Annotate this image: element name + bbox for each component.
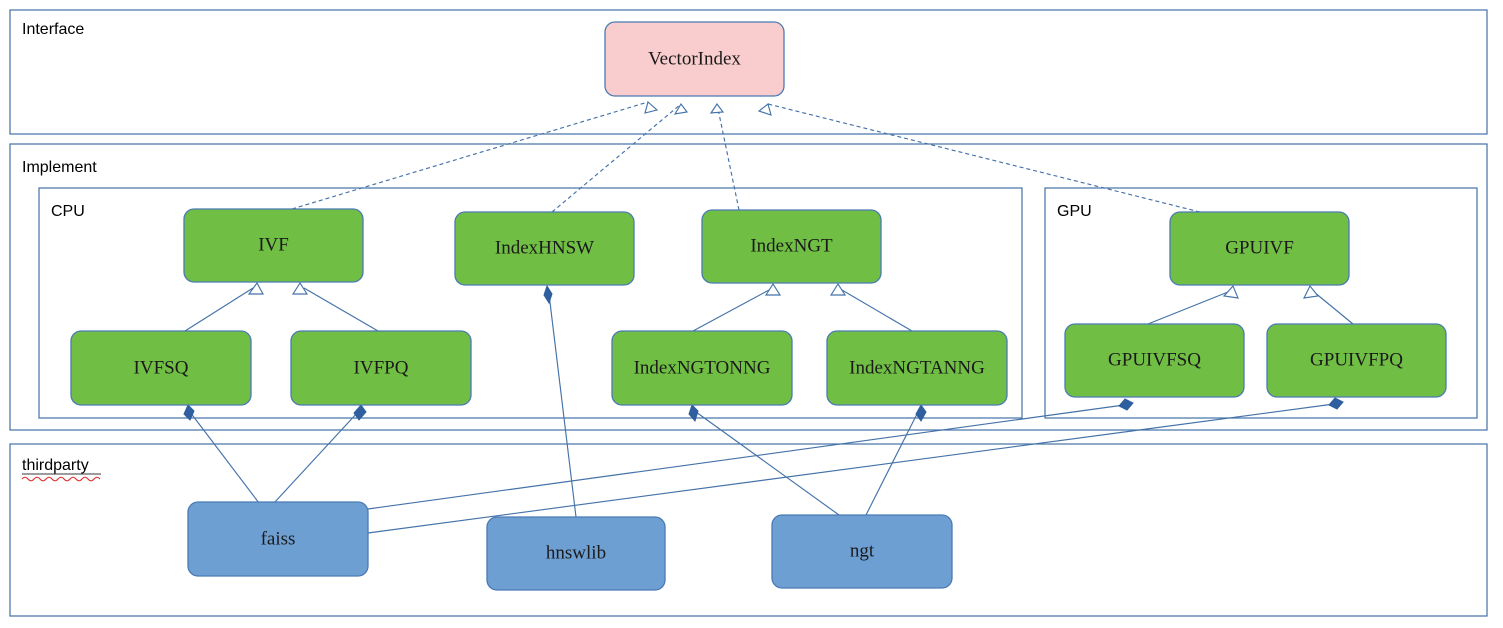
node-hnswlib-shape: [486, 516, 666, 591]
edge-indexngtonng-to-indexngt: [692, 282, 782, 332]
node-indexngt[interactable]: IndexNGT: [701, 209, 882, 284]
package-gpu-label: GPU: [1057, 203, 1092, 220]
node-ngt-label: ngt: [850, 540, 875, 561]
edge-faiss-to-ivfsq: [183, 404, 260, 504]
node-faiss[interactable]: faiss: [187, 501, 369, 577]
node-faiss-label: faiss: [261, 528, 296, 549]
edge-faiss-to-gpuivfpq: [367, 397, 1344, 534]
edge-faiss-to-gpuivfsq: [367, 398, 1134, 510]
edge-ivfpq-to-ivf: [291, 281, 379, 332]
package-cpu-label: CPU: [51, 203, 85, 220]
node-ivfpq-label: IVFPQ: [354, 357, 409, 378]
node-faiss-shape: [187, 501, 369, 577]
node-gpuivfpq-shape: [1266, 323, 1447, 398]
node-indexhnsw-shape: [454, 211, 635, 286]
node-vectorindex-label: VectorIndex: [648, 48, 741, 69]
node-indexngtanng-shape: [826, 330, 1008, 406]
node-indexngtanng[interactable]: IndexNGTANNG: [826, 330, 1008, 406]
node-ivfsq-label: IVFSQ: [134, 357, 189, 378]
node-indexngt-shape: [701, 209, 882, 284]
edge-gpuivf-to-vectorindex: [757, 103, 1201, 213]
node-ngt-shape: [771, 514, 953, 589]
node-ivfpq-shape: [290, 330, 472, 406]
node-vectorindex[interactable]: VectorIndex: [604, 21, 785, 97]
node-hnswlib[interactable]: hnswlib: [486, 516, 666, 591]
node-indexngtonng-label: IndexNGTONNG: [634, 357, 771, 378]
node-ngt[interactable]: ngt: [771, 514, 953, 589]
edge-ivfsq-to-ivf: [184, 281, 264, 332]
node-ivfpq[interactable]: IVFPQ: [290, 330, 472, 406]
node-gpuivf[interactable]: GPUIVF: [1169, 211, 1350, 286]
node-ivf[interactable]: IVF: [183, 208, 364, 283]
edge-ngt-to-indexngtonng: [688, 404, 840, 516]
node-indexngt-label: IndexNGT: [750, 235, 833, 256]
package-interface-label: Interface: [22, 21, 84, 38]
edge-gpuivfpq-to-gpuivf: [1302, 284, 1354, 325]
edge-gpuivfsq-to-gpuivf: [1147, 284, 1239, 325]
edge-ivf-to-vectorindex: [291, 100, 659, 210]
package-implement-label: Implement: [22, 159, 97, 176]
edge-indexngt-to-vectorindex: [709, 103, 740, 211]
node-ivfsq[interactable]: IVFSQ: [70, 330, 252, 406]
node-indexhnsw[interactable]: IndexHNSW: [454, 211, 635, 286]
node-gpuivfpq[interactable]: GPUIVFPQ: [1266, 323, 1447, 398]
package-thirdparty-label: thirdparty: [22, 457, 89, 474]
edge-indexhnsw-to-vectorindex: [551, 102, 689, 213]
node-gpuivf-shape: [1169, 211, 1350, 286]
edge-indexngtanng-to-indexngt: [829, 282, 913, 332]
node-indexhnsw-label: IndexHNSW: [495, 237, 594, 258]
edge-ngt-to-indexngtanng: [865, 404, 927, 516]
node-gpuivfsq[interactable]: GPUIVFSQ: [1064, 323, 1245, 398]
node-indexngtonng-shape: [611, 330, 793, 406]
node-gpuivfsq-label: GPUIVFSQ: [1108, 349, 1201, 370]
node-gpuivfsq-shape: [1064, 323, 1245, 398]
edge-faiss-to-ivfpq: [273, 404, 367, 504]
edge-hnswlib-to-indexhnsw: [543, 284, 577, 518]
node-ivfsq-shape: [70, 330, 252, 406]
node-gpuivfpq-label: GPUIVFPQ: [1310, 349, 1403, 370]
node-hnswlib-label: hnswlib: [546, 542, 606, 563]
node-vectorindex-shape: [604, 21, 785, 97]
node-indexngtonng[interactable]: IndexNGTONNG: [611, 330, 793, 406]
node-indexngtanng-label: IndexNGTANNG: [849, 357, 985, 378]
spellcheck-squiggle-icon: [21, 476, 101, 482]
node-gpuivf-label: GPUIVF: [1225, 237, 1294, 258]
node-ivf-shape: [183, 208, 364, 283]
node-ivf-label: IVF: [258, 234, 289, 255]
